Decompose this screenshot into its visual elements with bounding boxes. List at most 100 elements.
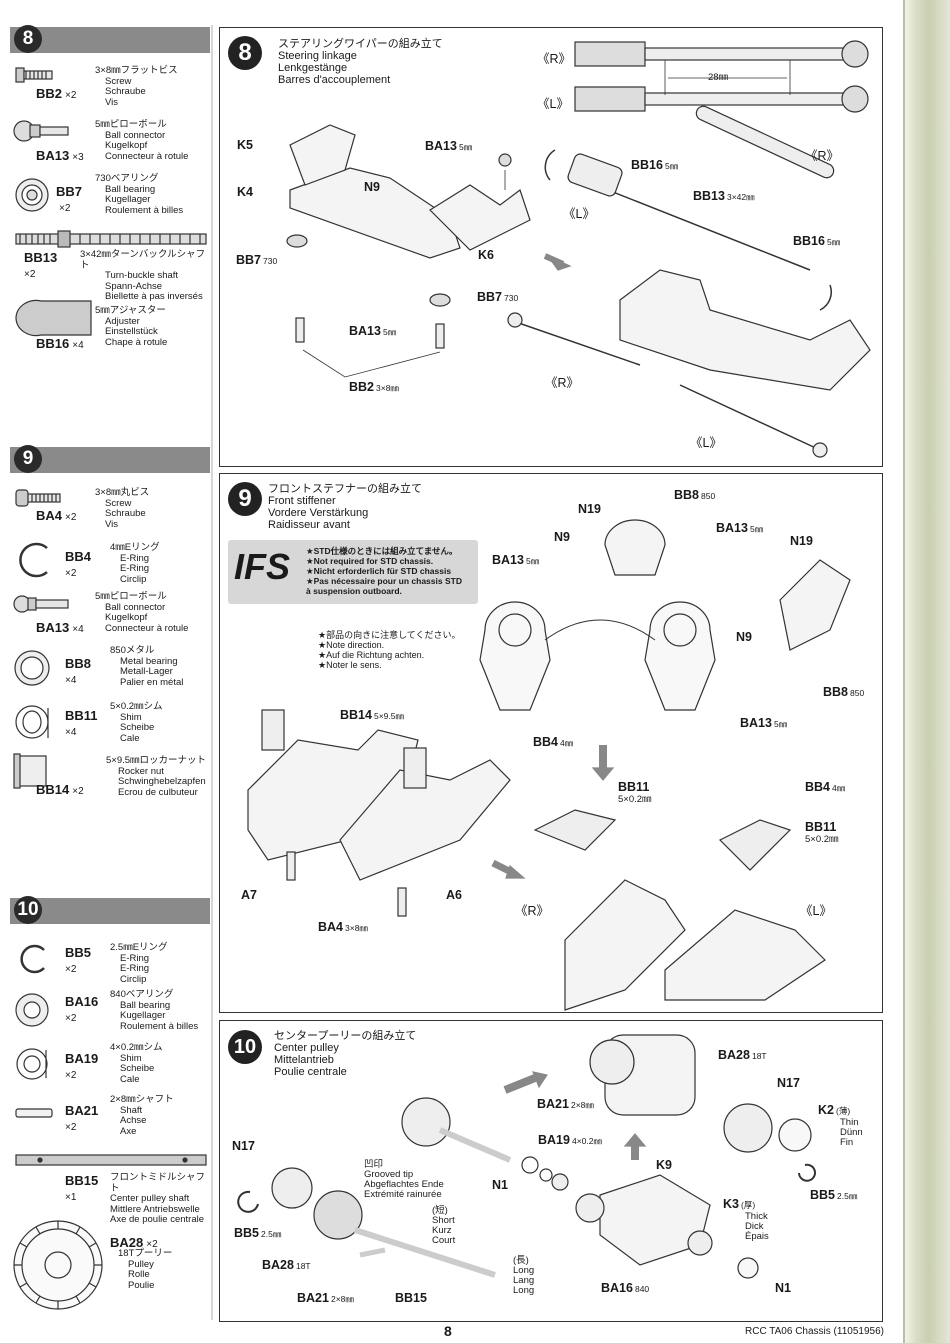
ball-connector-icon [13, 120, 69, 142]
flat-screw-icon [15, 67, 53, 83]
step8-turnbuckle-L [574, 85, 869, 113]
label-n9: N9 [364, 180, 380, 194]
bearing-icon [15, 178, 49, 212]
round-screw-icon [15, 489, 61, 507]
label-r: 《R》 [515, 904, 550, 918]
label-a6: A6 [446, 888, 462, 902]
shim-icon-2 [16, 1048, 48, 1080]
label-bb11-b-size: 5×0.2㎜ [805, 834, 839, 845]
label-l-mid: 《L》 [563, 207, 595, 221]
metal-bearing-icon [14, 650, 50, 686]
step8-panel [219, 27, 883, 467]
ifs-logo: IFS [234, 546, 291, 587]
label-k2: K2(薄) [818, 1103, 851, 1117]
label-r-mid: 《R》 [805, 149, 840, 163]
shaft-icon [15, 1108, 53, 1118]
step8-r-label: 《R》 [537, 52, 572, 66]
step8-dimension: 28㎜ [708, 72, 729, 83]
step10-number: 10 [228, 1030, 262, 1064]
page-edge-binding [903, 0, 950, 1343]
center-shaft-icon [15, 1154, 207, 1166]
rocker-nut-icon [13, 753, 47, 789]
label-n19-b: N19 [790, 534, 813, 548]
step8-turnbuckle-R [574, 40, 869, 68]
page-edge-line [903, 0, 905, 1343]
label-n19-a: N19 [578, 502, 601, 516]
ball-connector-icon-2 [13, 595, 69, 613]
label-k4: K4 [237, 185, 253, 199]
label-bb15: BB15 [395, 1291, 427, 1305]
direction-note: ★部品の向きに注意してください。★Note direction.★Auf die… [318, 630, 461, 670]
section-header-9: 9 [10, 445, 210, 473]
label-k6: K6 [478, 248, 494, 262]
label-n17-right: N17 [777, 1076, 800, 1090]
footer-title: RCC TA06 Chassis (11051956) [745, 1326, 884, 1337]
label-a7: A7 [241, 888, 257, 902]
label-n9-a: N9 [554, 530, 570, 544]
turnbuckle-icon [15, 230, 207, 248]
pulley-icon [13, 1220, 103, 1310]
label-n1-b: N1 [775, 1281, 791, 1295]
step8-number: 8 [228, 36, 262, 70]
shim-icon [15, 705, 49, 739]
label-l-low: 《L》 [690, 436, 722, 450]
label-l: 《L》 [800, 904, 832, 918]
e-ring-icon [19, 542, 48, 578]
section-header-10: 10 [10, 896, 210, 924]
label-k5: K5 [237, 138, 253, 152]
label-n1-a: N1 [492, 1178, 508, 1192]
e-ring-icon-2 [20, 944, 45, 974]
label-bb11-b: BB11 [805, 820, 837, 834]
label-k3: K3(厚) [723, 1197, 756, 1211]
bearing-icon-2 [15, 993, 49, 1027]
step9-panel [219, 473, 883, 1013]
label-n9-b: N9 [736, 630, 752, 644]
label-bb11-a: BB11 [618, 780, 650, 794]
label-bb11-a-size: 5×0.2㎜ [618, 794, 652, 805]
ifs-notice: IFS ★STD仕様のときには組み立てません。★Not required for… [228, 540, 478, 604]
label-k9: K9 [656, 1158, 672, 1172]
label-n17-left: N17 [232, 1139, 255, 1153]
section-header-8: 8 [10, 25, 210, 53]
label-r-low: 《R》 [545, 376, 580, 390]
step10-panel [219, 1020, 883, 1322]
page-number: 8 [444, 1323, 452, 1339]
step8-l-label: 《L》 [537, 97, 569, 111]
adjuster-icon [15, 299, 92, 337]
step9-number: 9 [228, 482, 262, 516]
